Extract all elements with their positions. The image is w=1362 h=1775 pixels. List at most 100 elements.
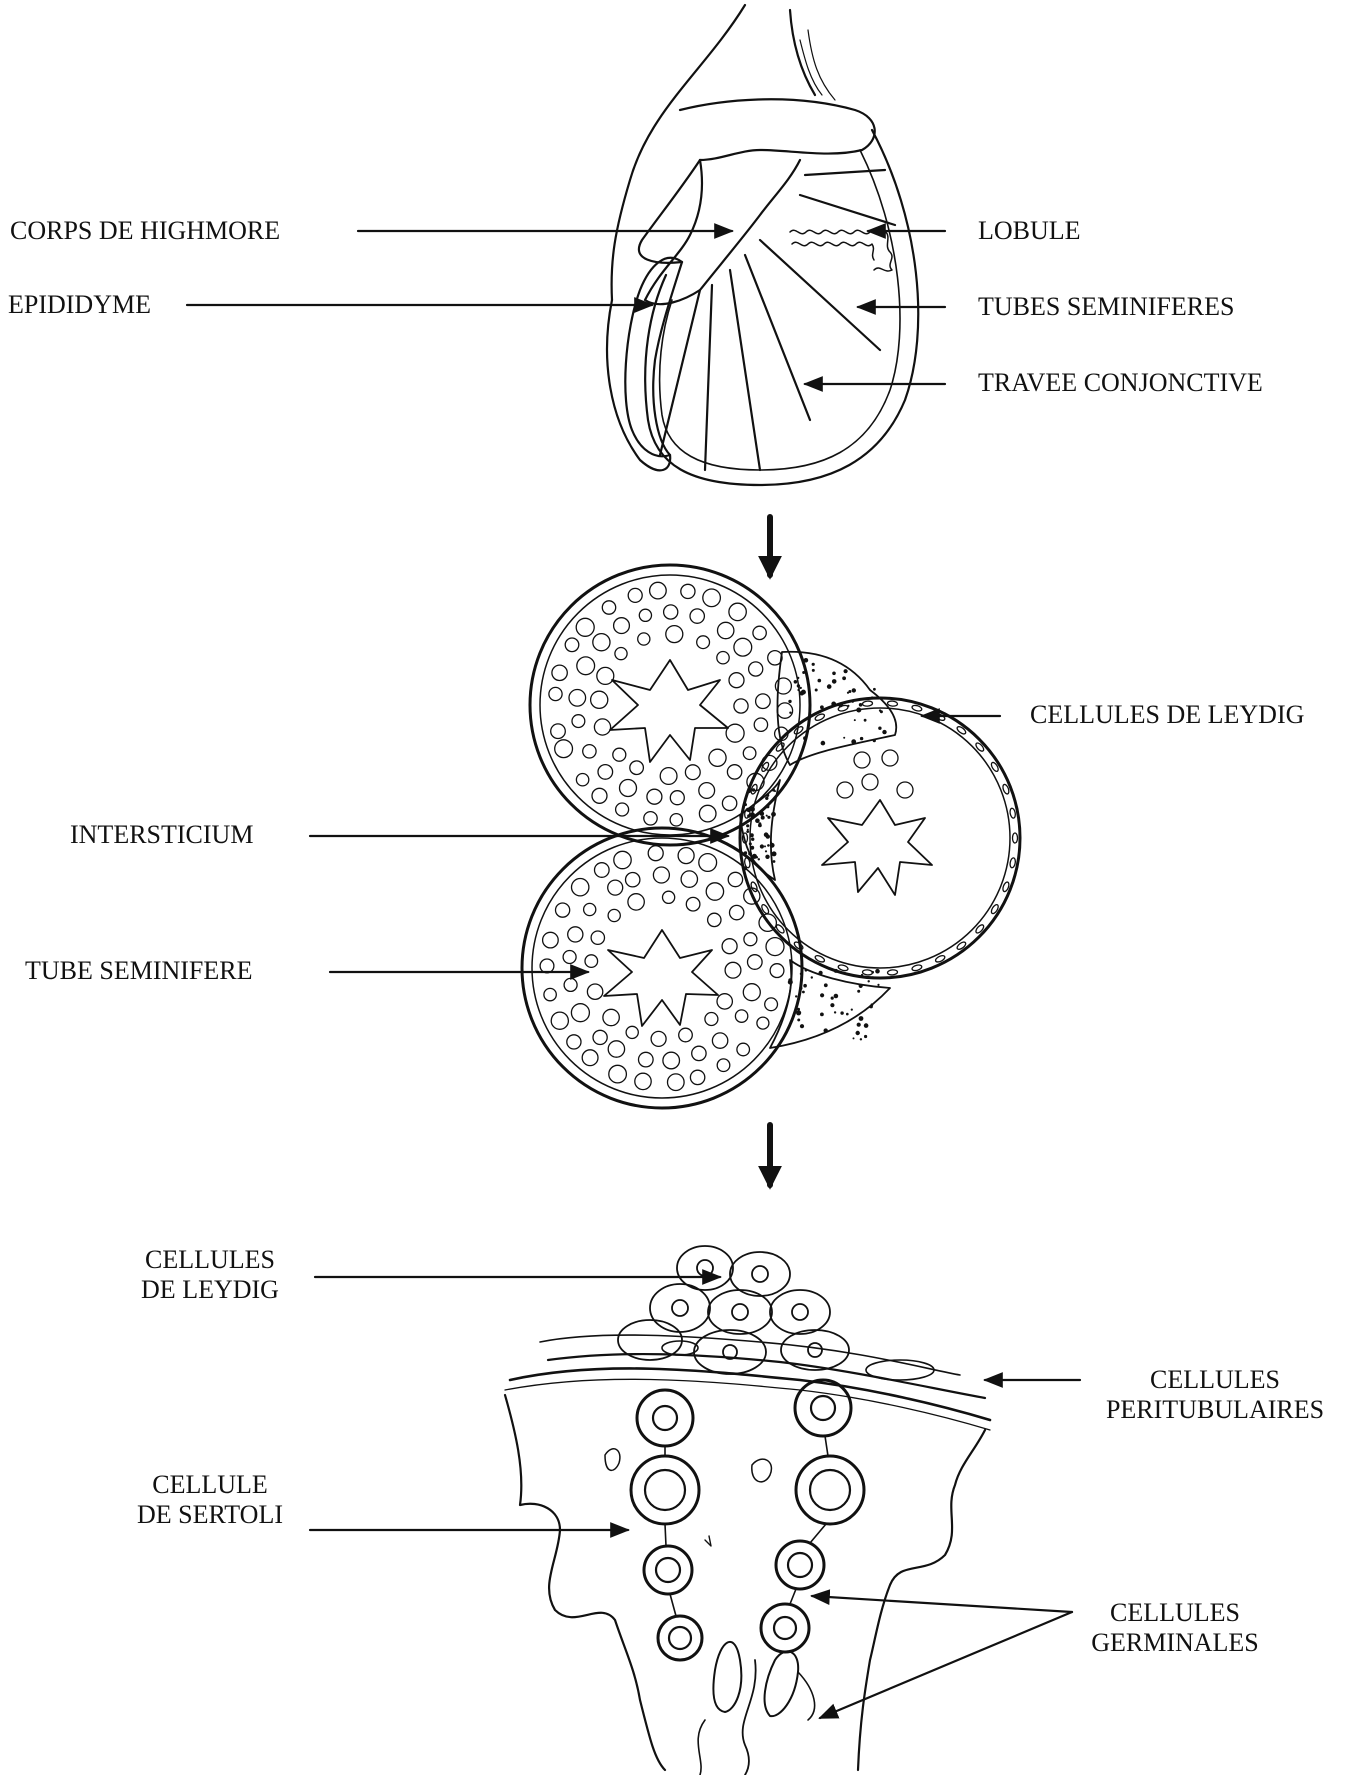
germ-cell-nucleus	[729, 673, 744, 688]
interstitial-dot	[811, 976, 813, 978]
interstitial-dot	[847, 705, 849, 707]
germ-cell-nucleus	[854, 752, 870, 768]
interstitial-dot	[856, 1031, 860, 1035]
germ-cell-nucleus	[734, 699, 748, 713]
interstitial-dot	[797, 684, 800, 687]
interstitial-dot	[854, 719, 856, 721]
germ-cell-nucleus	[555, 740, 573, 758]
interstitial-dot	[789, 712, 791, 714]
germ-cell-nucleus	[628, 588, 642, 602]
interstitial-dot	[750, 807, 755, 812]
interstitial-dot	[801, 690, 806, 695]
label-cellules-germinales: CELLULES GERMINALES	[1070, 1598, 1280, 1658]
germ-cell-nucleus	[670, 814, 682, 826]
germ-cell-nucleus	[882, 750, 898, 766]
interstitial-dot	[772, 851, 777, 856]
interstitial-dot	[802, 671, 805, 674]
germ-cell-nucleus	[540, 959, 554, 973]
interstitial-dot	[797, 677, 799, 679]
interstitial-dot	[872, 976, 875, 979]
germ-cell-nucleus	[705, 1013, 718, 1026]
germ-cell-nucleus	[706, 883, 723, 900]
interstitial-dot	[861, 974, 863, 976]
germ-cell-nucleus	[725, 962, 741, 978]
interstitial-dot	[744, 803, 747, 806]
germ-cell-nucleus	[765, 998, 778, 1011]
germ-cell-nucleus	[635, 1073, 651, 1089]
label-cellules-de-leydig: CELLULES DE LEYDIG	[1030, 700, 1304, 730]
germ-cell-nucleus	[593, 1030, 607, 1044]
interstitial-dot	[800, 1024, 804, 1028]
interstitial-dot	[751, 838, 754, 841]
germ-cell-nucleus	[663, 1052, 680, 1069]
germ-cell-nucleus	[729, 603, 746, 620]
germ-cell-nucleus	[664, 605, 678, 619]
germ-cell-nucleus	[756, 694, 771, 709]
germ-cell-nucleus	[543, 932, 559, 948]
germ-cell-nucleus	[569, 690, 586, 707]
germ-cell-nucleus	[744, 933, 757, 946]
germ-cell-nucleus	[703, 589, 721, 607]
germ-cell-nucleus	[727, 765, 741, 779]
germ-cell-nucleus	[768, 651, 782, 665]
peritubular-nucleus	[862, 701, 872, 707]
interstitial-dot	[758, 824, 762, 828]
interstitial-dot	[815, 689, 818, 692]
germ-cell-nucleus	[668, 1074, 685, 1091]
germ-cell-nucleus	[660, 768, 677, 785]
germ-cell-nucleus	[681, 871, 697, 887]
interstitial-dot	[800, 687, 802, 689]
germ-cell-nucleus	[571, 1004, 589, 1022]
interstitial-dot	[851, 1009, 853, 1011]
interstitial-dot	[803, 984, 807, 988]
interstitial-dot	[843, 737, 845, 739]
interstitial-dot	[859, 703, 863, 707]
interstitial-dot	[832, 679, 837, 684]
germinal-cells-right	[761, 1380, 864, 1652]
germ-cell-nucleus	[757, 1017, 769, 1029]
interstitial-dot	[832, 672, 836, 676]
germ-cell-nucleus	[551, 724, 566, 739]
germ-cell-nucleus	[591, 931, 604, 944]
interstitial-dot	[747, 789, 751, 793]
germ-cell-nucleus	[628, 894, 644, 910]
germ-cell-nucleus	[777, 703, 792, 718]
interstitial-dot	[746, 824, 749, 827]
interstitial-dot	[800, 973, 803, 976]
germ-cell-nucleus	[587, 984, 602, 999]
interstitial-dot	[859, 1016, 864, 1021]
interstitial-dot	[766, 805, 769, 808]
interstitial-dot	[834, 1011, 836, 1013]
interstitial-dot	[819, 971, 823, 975]
interstitial-dot	[882, 730, 886, 734]
interstitial-dot	[788, 980, 793, 985]
interstitial-dot	[773, 860, 776, 863]
germ-cell-nucleus	[567, 1035, 581, 1049]
interstitial-dot	[842, 676, 846, 680]
interstitial-dot	[846, 1013, 849, 1016]
germ-cell-nucleus	[678, 848, 694, 864]
interstitial-dot	[820, 705, 824, 709]
germ-cell-nucleus	[699, 805, 716, 822]
germ-cell-nucleus	[638, 633, 650, 645]
germ-cell-nucleus	[679, 1028, 693, 1042]
germ-cell-nucleus	[735, 1010, 747, 1022]
germ-cell-nucleus	[609, 1065, 627, 1083]
germ-cell-nucleus	[615, 648, 627, 660]
interstitial-dot	[840, 1011, 843, 1014]
interstitial-dot	[748, 852, 752, 856]
interstitial-dot	[871, 971, 874, 974]
interstitial-dot	[877, 984, 879, 986]
germ-cell-nucleus	[837, 782, 853, 798]
germ-cell-nucleus	[556, 903, 570, 917]
interstitial-dot	[864, 1035, 867, 1038]
interstitial-dot	[767, 844, 770, 847]
germ-cell-nucleus	[576, 774, 588, 786]
germ-cell-nucleus	[544, 988, 556, 1000]
label-cellules-de-leydig-detail: CELLULES DE LEYDIG	[110, 1245, 310, 1305]
germ-cell-nucleus	[563, 951, 576, 964]
interstitial-dot	[820, 993, 824, 997]
interstitial-dot	[770, 841, 772, 843]
interstitial-dot	[852, 701, 854, 703]
